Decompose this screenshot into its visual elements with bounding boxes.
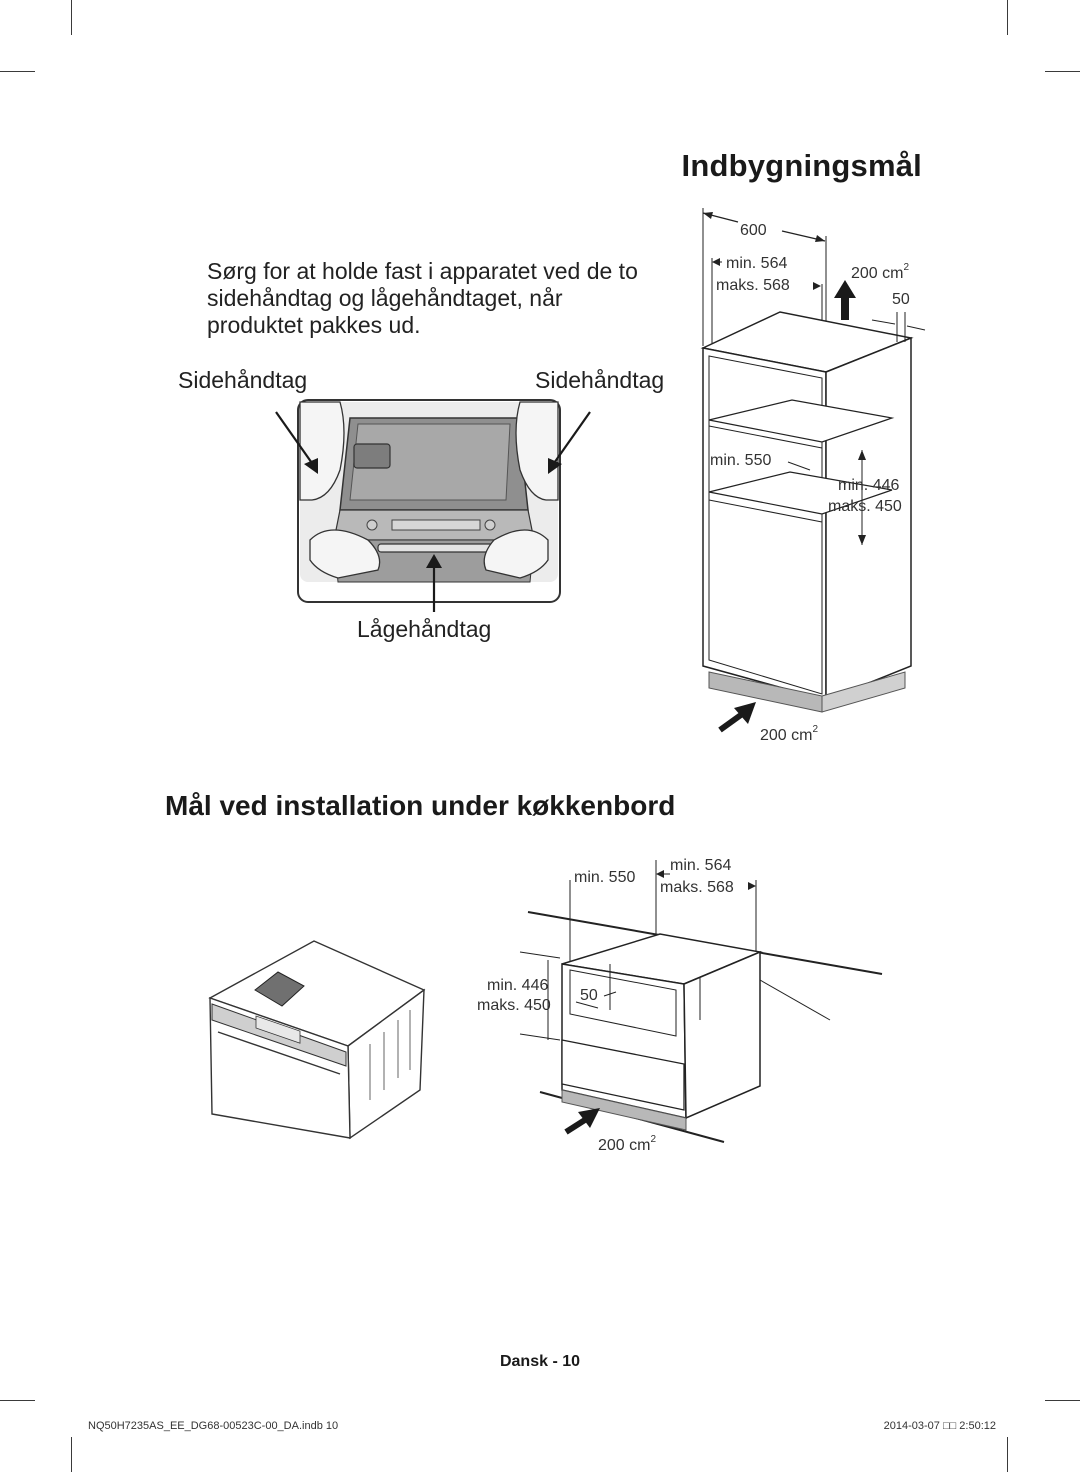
crop-mark: [1007, 1437, 1008, 1472]
oven-vent-icon: [353, 443, 391, 469]
dim-height-min: min. 446: [838, 477, 899, 494]
imprint-datetime: 2014-03-07 □□ 2:50:12: [884, 1420, 996, 1432]
hand-left-icon: [299, 401, 345, 501]
section-title-undercounter: Mål ved installation under køkkenbord: [165, 790, 676, 821]
vent-inlet-arrow-icon: [734, 702, 756, 724]
vent-up-arrow-icon: [834, 280, 856, 298]
crop-mark: [0, 1400, 35, 1401]
dim-width: 600: [740, 222, 767, 239]
unpacking-illustration: [275, 399, 591, 612]
dim-depth-min: min. 550: [710, 452, 771, 469]
dim-height-max: maks. 450: [477, 997, 551, 1014]
built-in-oven-illustration: [208, 940, 426, 1140]
crop-mark: [71, 0, 72, 35]
dim-height-max: maks. 450: [828, 498, 902, 515]
hand-lower-left-icon: [309, 529, 381, 579]
page-number: Dansk - 10: [499, 1353, 581, 1370]
dim-inner-min: min. 564: [670, 857, 731, 874]
vent-top-area: 200 cm2: [851, 262, 909, 282]
dim-gap: 50: [892, 291, 910, 308]
hand-right-icon: [515, 401, 559, 501]
hand-lower-right-icon: [483, 529, 549, 579]
door-handle-bar: [377, 543, 495, 553]
dim-depth-min: min. 550: [574, 869, 635, 886]
imprint-file: NQ50H7235AS_EE_DG68-00523C-00_DA.indb 10: [88, 1420, 339, 1432]
section-title-built-in-dimensions: Indbygningsmål: [681, 148, 922, 183]
side-handle-label-right: Sidehåndtag: [535, 367, 665, 393]
side-handle-label-left: Sidehåndtag: [178, 367, 308, 393]
vent-bottom-area: 200 cm2: [760, 724, 818, 744]
crop-mark: [1045, 71, 1080, 72]
door-handle-label: Lågehåndtag: [357, 616, 492, 642]
crop-mark: [1045, 1400, 1080, 1401]
undercounter-cabinet-diagram: min. 550 min. 564 maks. 568 min. 446 mak…: [477, 857, 883, 1154]
unpacking-instruction: Sørg for at holde fast i apparatet ved d…: [207, 258, 638, 338]
crop-mark: [1007, 0, 1008, 35]
dim-height-min: min. 446: [487, 977, 548, 994]
dim-gap: 50: [580, 987, 598, 1004]
crop-mark: [71, 1437, 72, 1472]
vent-inlet-arrow-icon: [578, 1108, 600, 1128]
imprint-time-glyph: □□: [942, 1420, 957, 1432]
imprint-time: 2:50:12: [959, 1420, 996, 1432]
imprint-date: 2014-03-07: [883, 1420, 940, 1432]
tall-cabinet-diagram: 600 min. 564 maks. 568 200 cm2 50 min. 5…: [700, 208, 926, 744]
dim-inner-max: maks. 568: [716, 277, 790, 294]
dim-inner-max: maks. 568: [660, 879, 734, 896]
vent-area: 200 cm2: [598, 1134, 656, 1154]
crop-mark: [0, 71, 35, 72]
dim-inner-min: min. 564: [726, 255, 787, 272]
